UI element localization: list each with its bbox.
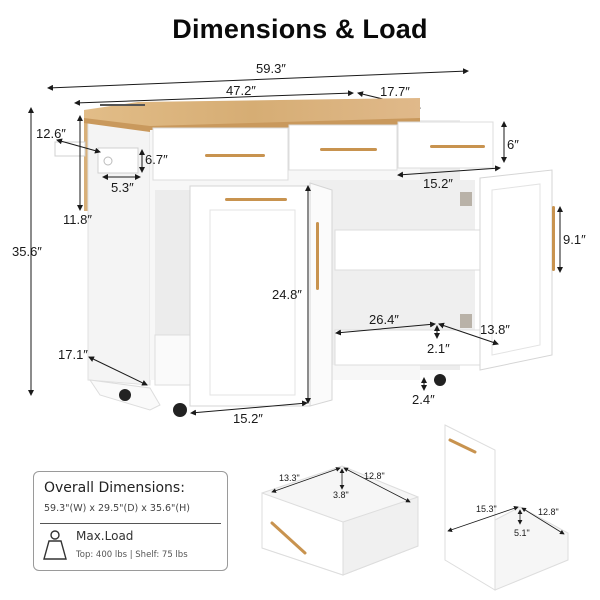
label-drop-leaf-depth: 17.7″ (380, 84, 410, 99)
page-title: Dimensions & Load (172, 14, 428, 44)
label-pullout-depth: 17.1″ (58, 347, 88, 362)
label-drop-leaf-height: 11.8″ (63, 212, 92, 227)
label-pullout-detail-height: 5.1" (514, 528, 530, 538)
card-title: Overall Dimensions: (44, 480, 185, 496)
label-total-height: 35.6″ (12, 244, 42, 259)
label-cabinet-width: 47.2″ (226, 83, 256, 98)
label-pullout-detail-width: 15.3" (476, 504, 497, 514)
label-door-handle-length: 9.1″ (563, 232, 586, 247)
label-towel-bar-length: 12.6″ (36, 126, 66, 141)
label-overall-width: 59.3″ (256, 61, 286, 76)
label-door-width: 15.2″ (233, 411, 263, 426)
label-shelf-depth: 13.8″ (480, 322, 510, 337)
label-shelf-lip: 2.1″ (427, 341, 450, 356)
label-door-height: 24.8″ (272, 287, 302, 302)
label-pullout-detail-depth: 12.8" (538, 507, 559, 517)
label-side-box-width: 5.3″ (111, 180, 134, 195)
card-divider (40, 523, 221, 524)
weight-icon (43, 530, 67, 560)
max-load-values: Top: 400 lbs | Shelf: 75 lbs (76, 550, 188, 560)
label-drawer-detail-width: 13.3" (279, 473, 300, 483)
label-shelf-width: 26.4″ (369, 312, 399, 327)
overall-dimensions-value: 59.3"(W) x 29.5"(D) x 35.6"(H) (44, 503, 190, 514)
label-caster-clearance: 2.4″ (412, 392, 435, 407)
overall-dimensions-card: Overall Dimensions: 59.3"(W) x 29.5"(D) … (33, 471, 228, 571)
label-drawer-detail-depth: 12.8" (364, 471, 385, 481)
label-drawer-detail-height: 3.8" (333, 490, 349, 500)
label-drawer-height: 6″ (507, 137, 519, 152)
label-side-box-height: 6.7″ (145, 152, 168, 167)
max-load-label: Max.Load (76, 529, 134, 543)
label-drawer-width: 15.2″ (423, 176, 453, 191)
